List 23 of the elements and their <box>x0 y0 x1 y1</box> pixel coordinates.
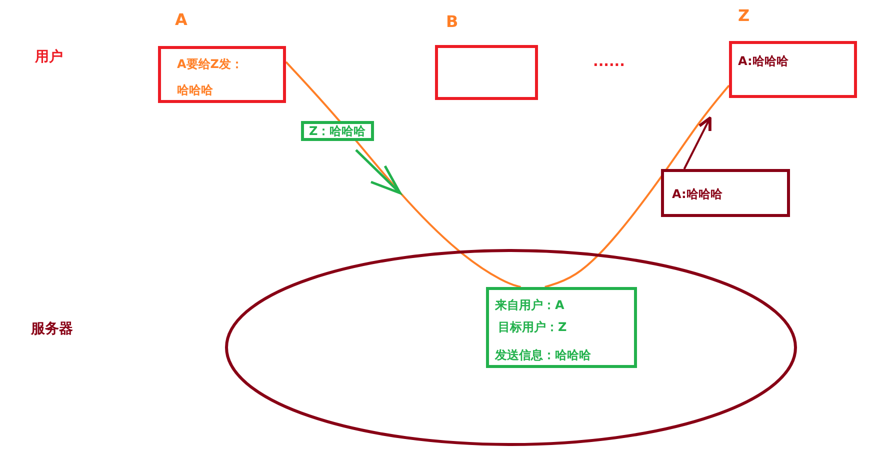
message-box <box>486 287 637 368</box>
connector-line <box>285 61 521 288</box>
message-text: A要给Z发： <box>177 57 243 71</box>
message-box <box>729 41 857 98</box>
message-text: A:哈哈哈 <box>672 187 722 201</box>
message-box <box>158 46 286 103</box>
server-ellipse <box>225 249 797 446</box>
message-text: 哈哈哈 <box>177 83 213 97</box>
role-label: 服务器 <box>31 320 73 338</box>
edge-label: Z：哈哈哈 <box>301 121 374 141</box>
user-letter: B <box>446 12 458 31</box>
arrow <box>683 116 712 170</box>
role-label: 用户 <box>35 48 63 66</box>
user-letter: A <box>175 10 188 29</box>
message-text: 来自用户：A <box>495 298 564 312</box>
connector-line <box>544 84 730 288</box>
message-box <box>435 45 538 100</box>
message-box <box>661 169 790 217</box>
user-letter: Z <box>738 6 750 25</box>
ellipsis-text: ...... <box>593 54 625 70</box>
message-text: 目标用户：Z <box>498 320 567 334</box>
message-text: 发送信息：哈哈哈 <box>495 348 591 362</box>
message-text: A:哈哈哈 <box>738 54 788 68</box>
